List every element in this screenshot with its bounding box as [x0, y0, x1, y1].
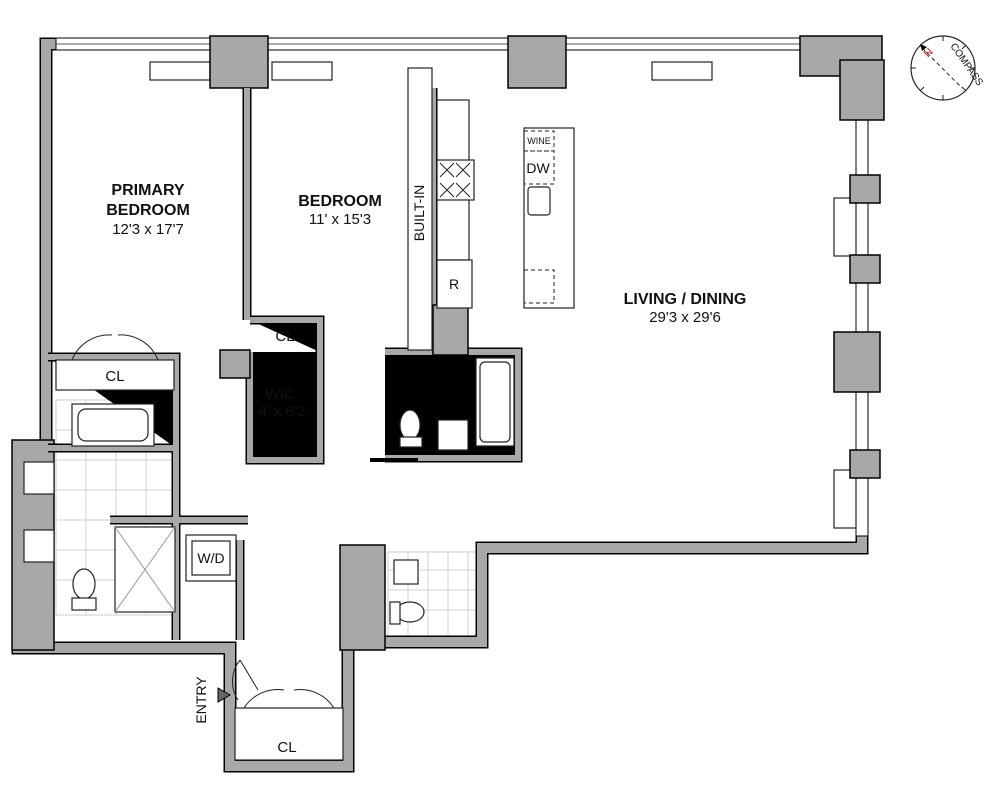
entry-label: ENTRY [193, 676, 209, 724]
bedroom-closet-label: CL [275, 328, 294, 345]
built-in-cabinet [407, 67, 433, 351]
interior-walls [48, 88, 523, 640]
wine-label: WINE [527, 136, 551, 146]
kitchen-island [523, 127, 575, 309]
refrigerator-label: R [449, 276, 459, 292]
primary-closet [55, 359, 175, 391]
primary-bedroom-label-2: BEDROOM [106, 202, 190, 219]
entry-closet-label: CL [277, 739, 296, 756]
wic-size: 4' x 6'2 [259, 403, 306, 420]
primary-closet-label: CL [105, 368, 124, 385]
wic-label: WIC [265, 386, 294, 403]
bedroom-size: 11' x 15'3 [309, 211, 371, 228]
closet-doors[interactable] [71, 334, 159, 361]
north-arrow-icon [920, 44, 927, 51]
bedroom-label: BEDROOM [298, 193, 382, 210]
entry-closet-doors[interactable] [243, 689, 335, 709]
entry-arrow-icon [217, 687, 231, 703]
built-in-label: BUILT-IN [411, 185, 427, 242]
compass: N COMPASS [910, 35, 985, 101]
entry-closet [234, 707, 344, 761]
entry-door[interactable] [231, 659, 259, 701]
kitchen-sink [527, 186, 551, 216]
living-dining-label: LIVING / DINING [624, 291, 747, 308]
windows-right [833, 95, 869, 537]
bath-fixtures [23, 357, 515, 625]
washer-dryer-label: W/D [197, 550, 224, 566]
kitchen [436, 99, 575, 309]
windows-top [55, 37, 857, 81]
dishwasher-label: DW [526, 160, 550, 176]
primary-bedroom-size: 12'3 x 17'7 [112, 221, 184, 238]
living-dining-size: 29'3 x 29'6 [649, 309, 721, 326]
primary-bedroom-label-1: PRIMARY [111, 182, 185, 199]
refrigerator [436, 259, 473, 309]
